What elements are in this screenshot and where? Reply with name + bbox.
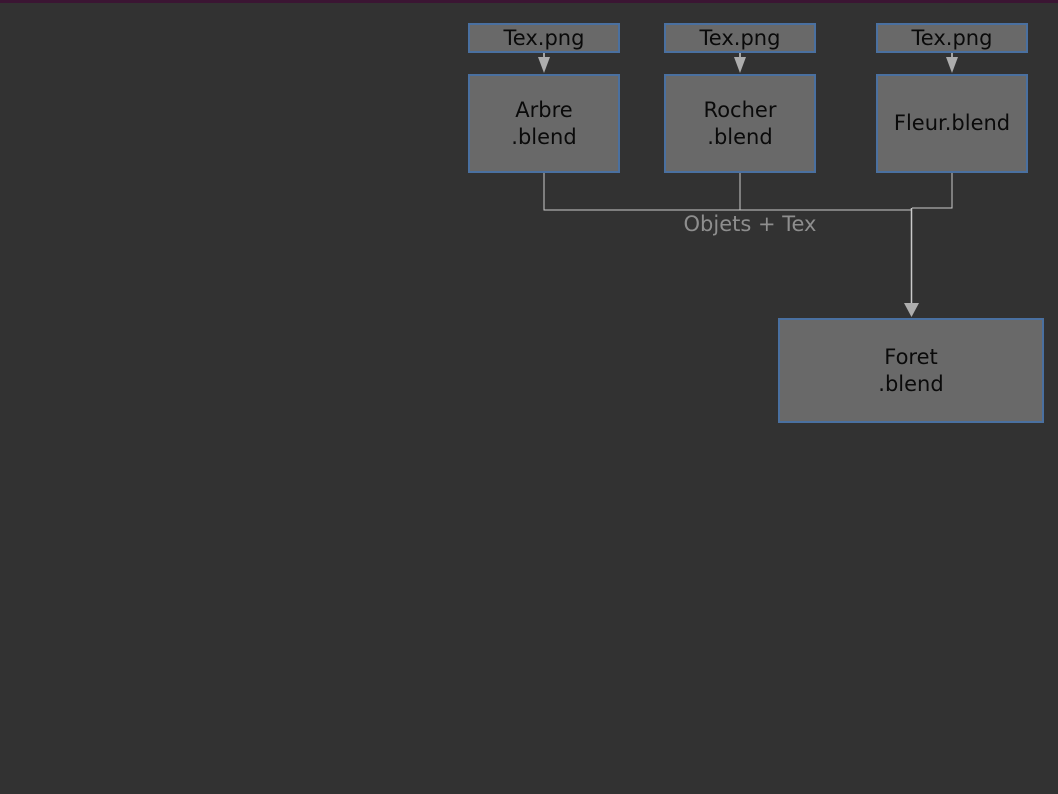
window-top-border bbox=[0, 0, 1058, 3]
node-tex-3[interactable]: Tex.png bbox=[876, 23, 1028, 53]
node-rocher-blend-label: Rocher .blend bbox=[703, 97, 777, 149]
arrowhead-icon bbox=[904, 303, 919, 317]
node-tex-1[interactable]: Tex.png bbox=[468, 23, 620, 53]
node-fleur-blend[interactable]: Fleur.blend bbox=[876, 74, 1028, 173]
node-foret-blend-label: Foret .blend bbox=[878, 344, 944, 396]
arrowhead-icon bbox=[734, 57, 746, 73]
node-fleur-blend-label: Fleur.blend bbox=[893, 111, 1011, 135]
node-tex-2-label: Tex.png bbox=[699, 25, 781, 50]
arrowhead-icon bbox=[538, 57, 550, 73]
node-foret-blend[interactable]: Foret .blend bbox=[778, 318, 1044, 423]
connector-tex2-rocher bbox=[734, 53, 746, 73]
connector-objects-merge bbox=[543, 173, 953, 211]
node-rocher-blend[interactable]: Rocher .blend bbox=[664, 74, 816, 173]
node-tex-3-label: Tex.png bbox=[911, 25, 993, 50]
merge-label: Objets + Tex bbox=[683, 212, 817, 236]
node-arbre-blend[interactable]: Arbre .blend bbox=[468, 74, 620, 173]
connector-tex3-fleur bbox=[946, 53, 958, 73]
node-arbre-blend-label: Arbre .blend bbox=[511, 97, 577, 149]
arrowhead-icon bbox=[946, 57, 958, 73]
node-tex-1-label: Tex.png bbox=[503, 25, 585, 50]
node-tex-2[interactable]: Tex.png bbox=[664, 23, 816, 53]
connector-merge-foret bbox=[904, 208, 919, 317]
connector-tex1-arbre bbox=[538, 53, 550, 73]
